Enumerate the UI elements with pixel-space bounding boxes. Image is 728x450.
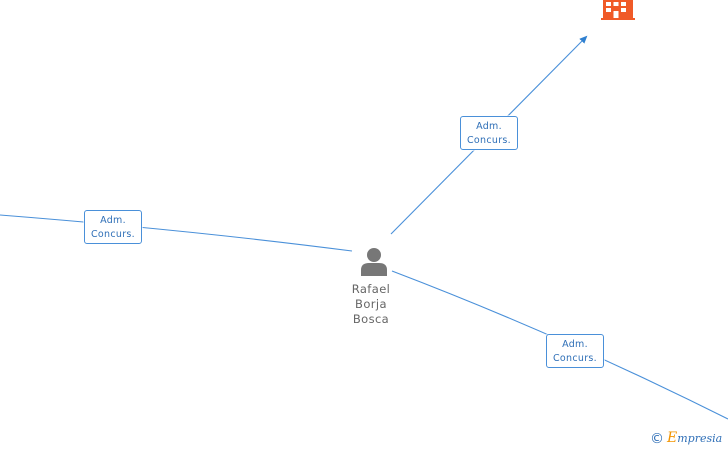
edge-label-role-detail: Concurs. [467,135,511,146]
edge-label-left[interactable]: Adm. Concurs. [84,210,142,244]
edge-label-company[interactable]: Adm. Concurs. [460,116,518,150]
person-name[interactable]: Rafael Borja Bosca [331,282,411,327]
edge-label-role-detail: Concurs. [553,353,597,364]
person-name-line: Borja [355,297,387,311]
person-icon [361,248,387,276]
building-icon [601,0,635,20]
edge-from-left [0,214,353,252]
footer-brand: ©Empresia [650,430,723,447]
brand-logo-initial: E [667,430,678,446]
person-name-line: Bosca [352,312,390,326]
brand-logo-text: mpresia [677,432,723,445]
edge-label-role-detail: Concurs. [91,229,135,240]
copyright-icon: © [650,431,664,447]
edge-label-lower-right[interactable]: Adm. Concurs. [546,334,604,368]
person-node[interactable] [357,247,391,277]
company-node[interactable] [601,0,635,20]
edge-label-role: Adm. [100,215,126,226]
edge-label-role: Adm. [476,121,502,132]
edge-label-role: Adm. [562,339,588,350]
person-name-line: Rafael [351,282,391,296]
